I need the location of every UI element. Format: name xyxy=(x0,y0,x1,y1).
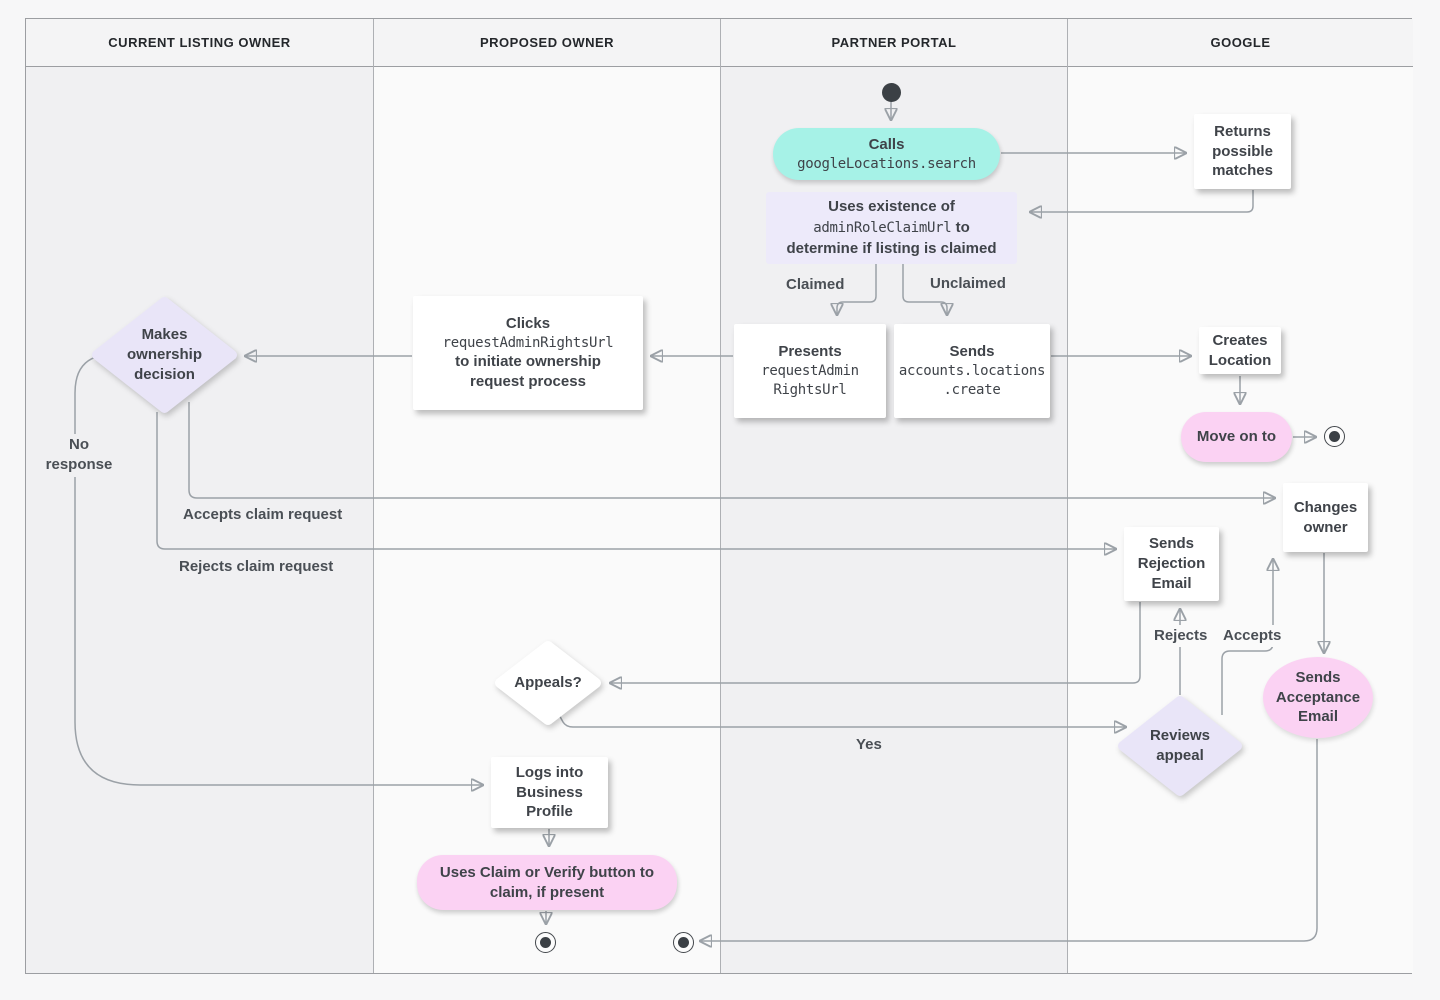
no-response-label: No response xyxy=(33,434,125,477)
logs-into-business-profile-node: Logs into Business Profile xyxy=(491,757,608,828)
decision-diamond-shape xyxy=(92,297,237,413)
uses-line1: Uses existence of xyxy=(828,198,955,216)
creates-location-label: Creates Location xyxy=(1208,331,1272,369)
sends-accounts-locations-create-node: Sends accounts.locations .create xyxy=(894,324,1050,418)
sends-create-code1: accounts.locations xyxy=(898,363,1046,380)
makes-ownership-decision-node: Makes ownership decision xyxy=(92,297,237,413)
lane-header-google: GOOGLE xyxy=(1068,19,1413,67)
presents-title: Presents xyxy=(778,343,842,361)
final-node-acceptance-dot xyxy=(678,937,689,948)
lane-proposed-owner: PROPOSED OWNER xyxy=(374,19,721,973)
uses-line2-suffix: to xyxy=(951,219,970,237)
accepts-label: Accepts xyxy=(1219,625,1286,648)
creates-location-node: Creates Location xyxy=(1199,327,1281,374)
reviews-diamond-shape xyxy=(1118,696,1242,796)
sends-rejection-label: Sends Rejection Email xyxy=(1137,535,1206,592)
calls-title: Calls xyxy=(868,135,905,153)
appeals-diamond-shape xyxy=(495,641,601,725)
returns-possible-matches-node: Returns possible matches xyxy=(1194,114,1291,189)
clicks-title: Clicks xyxy=(505,314,551,332)
claimed-label: Claimed xyxy=(782,274,849,297)
uses-claim-or-verify-node: Uses Claim or Verify button to claim, if… xyxy=(417,855,677,910)
uses-existence-note-node: Uses existence of adminRoleClaimUrl to d… xyxy=(766,192,1017,264)
sends-acceptance-label: Sends Acceptance Email xyxy=(1275,668,1361,726)
appeals-label: Appeals? xyxy=(514,674,582,692)
reviews-appeal-node: Reviews appeal xyxy=(1118,696,1242,796)
rejects-label: Rejects xyxy=(1150,625,1212,648)
final-node-create xyxy=(1324,426,1345,447)
changes-owner-label: Changes owner xyxy=(1293,498,1358,536)
sends-acceptance-email-node: Sends Acceptance Email xyxy=(1263,657,1373,738)
logs-in-label: Logs into Business Profile xyxy=(515,763,584,821)
clicks-code: requestAdminRightsUrl xyxy=(442,334,614,351)
makes-decision-label: Makes ownership decision xyxy=(126,326,202,383)
start-node xyxy=(882,83,901,102)
clicks-rest: to initiate ownership request process xyxy=(455,353,601,391)
sends-create-title: Sends xyxy=(949,343,995,361)
reviews-appeal-label: Reviews appeal xyxy=(1149,727,1211,764)
unclaimed-label: Unclaimed xyxy=(926,273,1010,296)
lane-header-partner-portal: PARTNER PORTAL xyxy=(721,19,1067,67)
lane-header-current-listing-owner: CURRENT LISTING OWNER xyxy=(26,19,373,67)
changes-owner-node: Changes owner xyxy=(1283,483,1368,552)
lane-header-proposed-owner: PROPOSED OWNER xyxy=(374,19,720,67)
final-node-claim xyxy=(535,932,556,953)
final-node-create-dot xyxy=(1329,431,1340,442)
final-node-claim-dot xyxy=(540,937,551,948)
rejects-claim-request-label: Rejects claim request xyxy=(175,556,338,579)
presents-request-admin-rights-url-node: Presents requestAdmin RightsUrl xyxy=(734,324,886,418)
lane-body-proposed-owner xyxy=(374,67,720,973)
calls-google-locations-search-node: Calls googleLocations.search xyxy=(773,128,1000,180)
uses-code: adminRoleClaimUrl xyxy=(813,220,952,237)
presents-code2: RightsUrl xyxy=(773,381,847,398)
uses-claim-label: Uses Claim or Verify button to claim, if… xyxy=(439,863,655,901)
lane-current-listing-owner: CURRENT LISTING OWNER xyxy=(26,19,374,973)
accepts-claim-request-label: Accepts claim request xyxy=(179,504,347,527)
final-node-acceptance xyxy=(673,932,694,953)
uses-line3: determine if listing is claimed xyxy=(786,239,997,257)
move-on-label: Move on to xyxy=(1196,428,1277,446)
appeals-decision-node: Appeals? xyxy=(495,641,601,725)
yes-label: Yes xyxy=(852,734,886,757)
calls-code: googleLocations.search xyxy=(797,155,976,172)
move-on-to-node: Move on to xyxy=(1181,412,1292,462)
returns-label: Returns possible matches xyxy=(1212,122,1273,180)
sends-rejection-email-node: Sends Rejection Email xyxy=(1124,527,1219,601)
clicks-request-admin-rights-url-node: Clicks requestAdminRightsUrl to initiate… xyxy=(413,296,643,410)
uses-line2: adminRoleClaimUrl to xyxy=(813,217,970,238)
presents-code1: requestAdmin xyxy=(761,363,859,380)
sends-create-code2: .create xyxy=(943,381,1001,398)
